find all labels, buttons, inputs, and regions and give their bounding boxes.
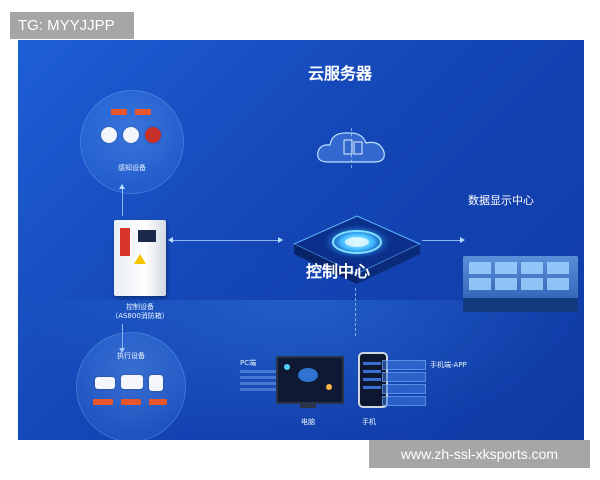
display-wall-image xyxy=(463,256,578,312)
display-panel xyxy=(521,278,543,290)
console-desk xyxy=(463,298,578,312)
camera-icon xyxy=(121,375,143,389)
cabinet-red-strip xyxy=(120,228,130,256)
sensing-devices-label: 感知设备 xyxy=(118,164,146,172)
monitor-stand xyxy=(300,402,316,408)
phone-ui-bar xyxy=(363,362,381,365)
mobile-feature-item xyxy=(382,372,426,382)
display-panel xyxy=(495,278,517,290)
display-panel xyxy=(521,262,543,274)
control-device-label: 控制设备 xyxy=(126,303,154,311)
sensor-tag-1 xyxy=(111,109,127,115)
pc-endpoint-header: PC端 xyxy=(240,359,257,367)
gauge-dot xyxy=(284,364,290,370)
pc-label: 电脑 xyxy=(301,418,315,426)
executing-devices-label: 执行设备 xyxy=(117,352,145,360)
fire-extinguisher-icon xyxy=(145,127,161,143)
warning-sign-icon xyxy=(134,254,146,264)
cabinet-center-link-line xyxy=(170,240,280,241)
pc-feature-line xyxy=(240,382,288,385)
phone-ui-bar xyxy=(363,370,381,373)
map-blob xyxy=(298,368,318,382)
diagram-panel: 感知设备 控制设备 （AS800消防箱） 执行设备 云服务器 xyxy=(18,40,584,440)
display-panel xyxy=(495,262,517,274)
pc-feature-list xyxy=(240,370,288,394)
exec-tag-3 xyxy=(149,399,167,405)
sensing-devices-group: 感知设备 xyxy=(80,90,184,194)
arrow-left-icon xyxy=(168,237,173,243)
smoke-detector-icon xyxy=(101,127,117,143)
display-panel xyxy=(469,262,491,274)
exec-tag-1 xyxy=(93,399,113,405)
cloud-icon xyxy=(317,132,385,163)
mobile-feature-item xyxy=(382,396,426,406)
mobile-label: 手机 xyxy=(362,418,376,426)
control-cabinet-image xyxy=(114,220,166,296)
mobile-endpoint-header: 手机端-APP xyxy=(430,361,467,369)
data-display-title: 数据显示中心 xyxy=(468,194,534,207)
cloud-server-title: 云服务器 xyxy=(308,64,373,83)
heat-detector-icon xyxy=(123,127,139,143)
center-display-link-line xyxy=(422,240,462,241)
arrow-right-icon xyxy=(278,237,283,243)
cabinet-screen xyxy=(138,230,156,242)
pc-monitor-image xyxy=(276,356,344,404)
valve-actuator-icon xyxy=(149,375,163,391)
mobile-feature-item xyxy=(382,384,426,394)
center-endpoint-link-line xyxy=(355,288,356,336)
cloud-downlink-line xyxy=(351,128,352,168)
arrow-up-icon xyxy=(119,184,125,189)
pc-feature-line xyxy=(240,370,288,373)
arrow-right-icon xyxy=(460,237,465,243)
gauge-dot xyxy=(326,384,332,390)
control-center-title: 控制中心 xyxy=(306,262,371,281)
mobile-feature-item xyxy=(382,360,426,370)
display-panel xyxy=(469,278,491,290)
mobile-feature-list xyxy=(382,360,426,408)
display-panel xyxy=(547,262,569,274)
display-panel xyxy=(547,278,569,290)
sensor-tag-2 xyxy=(135,109,151,115)
phone-ui-bar xyxy=(363,386,381,389)
pc-feature-line xyxy=(240,376,288,379)
exec-tag-2 xyxy=(121,399,141,405)
pc-feature-line xyxy=(240,388,288,391)
control-center-hub-icon xyxy=(292,215,422,284)
executing-devices-group: 执行设备 xyxy=(76,332,186,440)
sound-light-alarm-icon xyxy=(95,377,115,389)
watermark-top-left: TG: MYYJJPP xyxy=(10,12,134,39)
control-device-sublabel: （AS800消防箱） xyxy=(111,312,169,320)
sensing-link-line xyxy=(122,188,123,216)
watermark-bottom-right: www.zh-ssl-xksports.com xyxy=(369,440,590,468)
phone-ui-bar xyxy=(363,378,381,381)
